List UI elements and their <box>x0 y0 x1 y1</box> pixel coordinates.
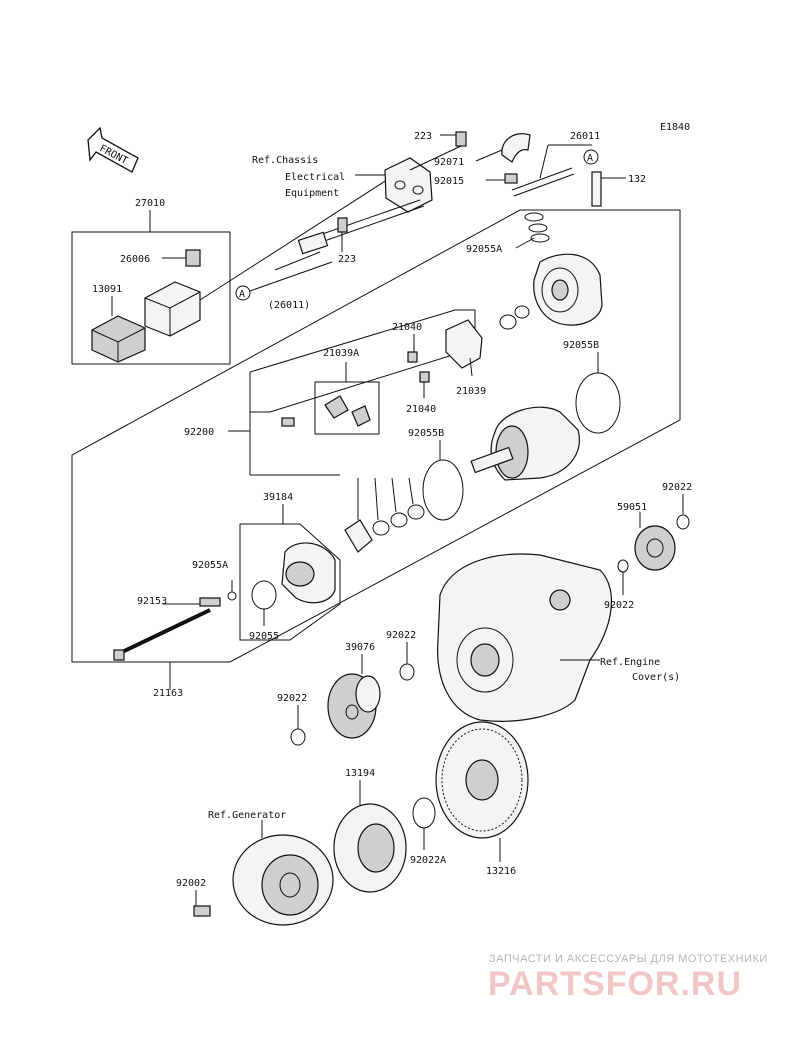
mount-bracket-icon <box>384 157 433 213</box>
part-26006-clip <box>185 249 201 267</box>
part-13194: 13194 <box>345 768 375 779</box>
gear-59051-icon <box>634 525 676 571</box>
front-cover-group-box <box>239 523 341 641</box>
screw-icon <box>281 417 295 427</box>
ref-chassis-line3: Equipment <box>285 188 339 199</box>
part-59051: 59051 <box>617 502 647 513</box>
part-92055A-top: 92055A <box>466 244 502 255</box>
bolt-223-mid <box>337 217 348 233</box>
starter-relay-icon <box>144 281 201 337</box>
part-223-top: 223 <box>414 131 432 142</box>
washer-92153 <box>199 597 221 607</box>
diagram-code: E1840 <box>660 122 690 133</box>
washer-92022-r <box>617 559 629 573</box>
terminal-boot-icon <box>501 133 531 163</box>
washer-92022A <box>412 797 436 829</box>
shim-plate <box>344 519 373 553</box>
part-92055B-left: 92055B <box>408 428 444 439</box>
brush-holder-icon <box>445 319 483 369</box>
part-21040-bot: 21040 <box>406 404 436 415</box>
bolt-21163 <box>113 649 125 661</box>
part-92200: 92200 <box>184 427 214 438</box>
part-21163: 21163 <box>153 688 183 699</box>
part-26011-paren: (26011) <box>268 300 310 311</box>
callout-a-right-letter: A <box>587 153 593 164</box>
washer-a <box>499 314 517 330</box>
armature-shaft <box>470 446 514 474</box>
spring-21040-b <box>419 371 430 383</box>
front-arrow-icon: FRONT <box>87 126 139 173</box>
part-92055B-right: 92055B <box>563 340 599 351</box>
part-92071: 92071 <box>434 157 464 168</box>
brush-group-box <box>249 309 476 413</box>
part-21039: 21039 <box>456 386 486 397</box>
part-132: 132 <box>628 174 646 185</box>
part-92015: 92015 <box>434 176 464 187</box>
ref-engine-line2: Cover(s) <box>632 672 680 683</box>
part-26006: 26006 <box>120 254 150 265</box>
bolt-223-top <box>455 131 467 147</box>
part-92055A-left: 92055A <box>192 560 228 571</box>
spring-21040-a <box>407 351 418 363</box>
o-ring-92055B-right <box>575 372 621 434</box>
bolt-92002 <box>193 905 211 917</box>
part-92022-tr: 92022 <box>662 482 692 493</box>
washer-92022-l <box>290 728 306 746</box>
callout-a-left-letter: A <box>239 289 245 300</box>
part-13216: 13216 <box>486 866 516 877</box>
ref-engine-line1: Ref.Engine <box>600 657 660 668</box>
part-92055: 92055 <box>249 631 279 642</box>
assembly-frame <box>71 209 681 663</box>
part-39184: 39184 <box>263 492 293 503</box>
part-92002: 92002 <box>176 878 206 889</box>
shim-2 <box>390 512 408 528</box>
washer-92022-tr <box>676 514 690 530</box>
part-26011: 26011 <box>570 131 600 142</box>
o-ring-92055 <box>251 580 277 610</box>
callout-a-left <box>235 285 251 301</box>
part-92022-r: 92022 <box>604 600 634 611</box>
o-ring-92055B-left <box>422 459 464 521</box>
part-21039A: 21039A <box>323 348 359 359</box>
fuse-box-icon <box>91 315 146 363</box>
ref-chassis-line2: Electrical <box>285 172 345 183</box>
watermark-tagline: ЗАПЧАСТИ И АКСЕССУАРЫ ДЛЯ МОТОТЕХНИКИ <box>489 953 768 965</box>
part-223-mid: 223 <box>338 254 356 265</box>
relay-group-box <box>71 231 231 365</box>
ref-generator: Ref.Generator <box>208 810 286 821</box>
part-39076: 39076 <box>345 642 375 653</box>
part-27010: 27010 <box>135 198 165 209</box>
part-92022-mid: 92022 <box>386 630 416 641</box>
cable-terminal-icon <box>297 231 329 255</box>
washer-92022-mid <box>399 663 415 681</box>
washer-b <box>514 305 530 319</box>
callout-a-right <box>583 149 599 165</box>
part-92022A: 92022A <box>410 855 446 866</box>
o-ring-92055A-left <box>227 591 237 601</box>
shim-1 <box>372 520 390 536</box>
ref-chassis-line1: Ref.Chassis <box>252 155 318 166</box>
part-92022-l: 92022 <box>277 693 307 704</box>
nut-92015 <box>504 173 518 184</box>
bolt-132 <box>591 171 602 207</box>
watermark-brand: PARTSFOR.RU <box>488 965 742 1003</box>
part-13091: 13091 <box>92 284 122 295</box>
brush-plate-box <box>314 381 380 435</box>
engine-cover-icon <box>437 553 612 722</box>
shim-3 <box>407 504 425 520</box>
part-21040-top: 21040 <box>392 322 422 333</box>
part-92153: 92153 <box>137 596 167 607</box>
